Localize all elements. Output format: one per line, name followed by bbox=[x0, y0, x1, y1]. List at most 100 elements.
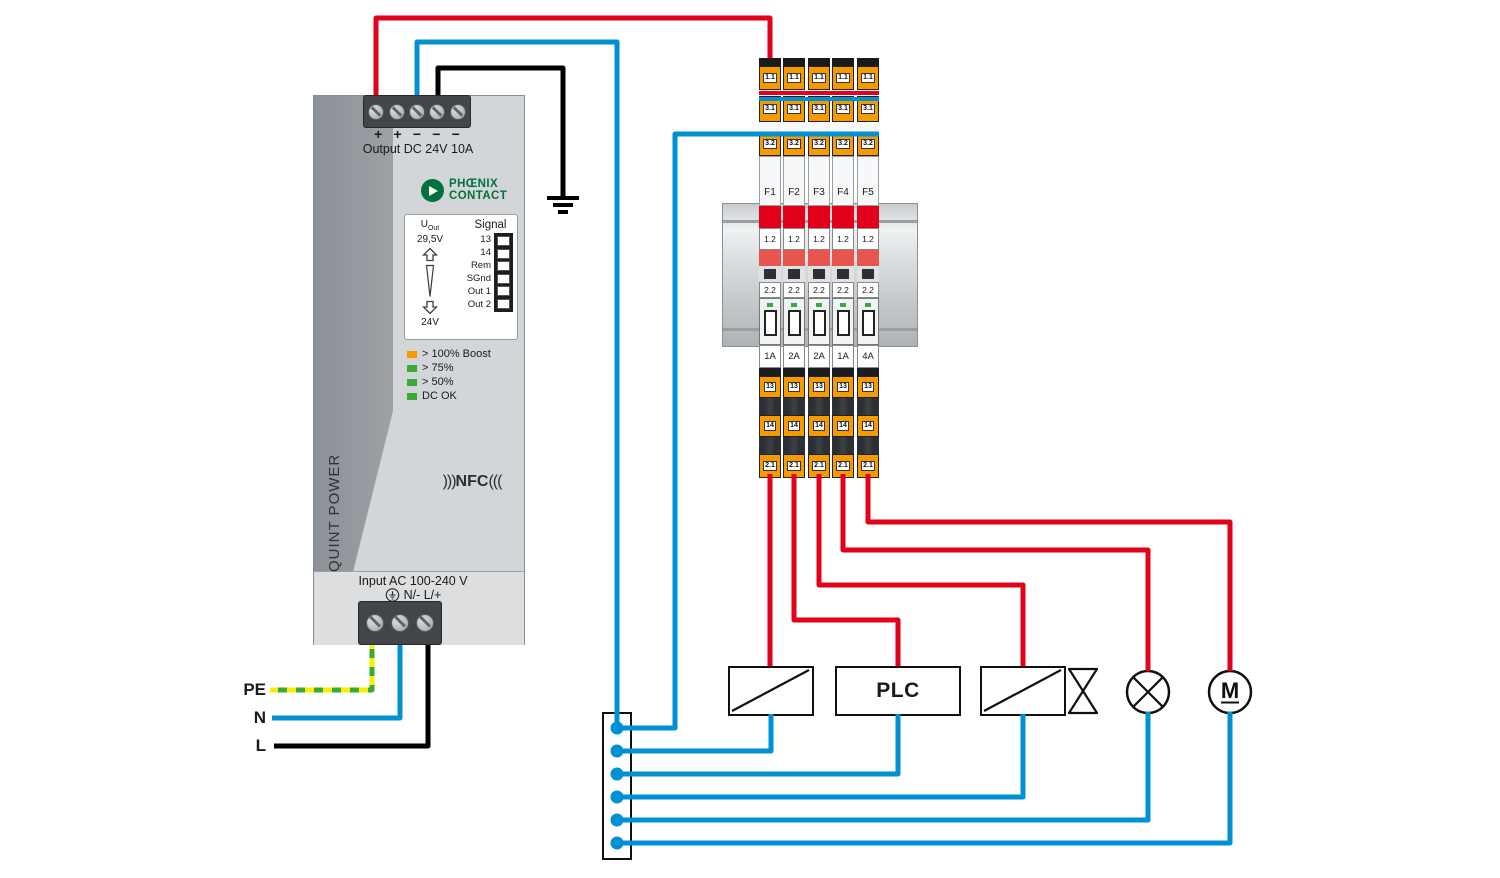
breaker-reset-band bbox=[783, 250, 805, 266]
breaker-name-label: F5 bbox=[857, 156, 879, 206]
terminal-1-2: 1.2 bbox=[783, 228, 805, 250]
screw-terminal-icon bbox=[429, 103, 446, 120]
screw-terminal-icon bbox=[408, 103, 425, 120]
phoenix-logo-icon bbox=[421, 179, 444, 202]
terminal-2-1: 2.1 bbox=[832, 454, 854, 478]
terminal-1-2: 1.2 bbox=[808, 228, 830, 250]
led-legend-label: > 50% bbox=[422, 376, 454, 388]
clamp bbox=[808, 437, 830, 454]
clamp bbox=[832, 398, 854, 415]
terminal-1-1: 1.1 bbox=[808, 66, 830, 90]
output-rating-label: Output DC 24V 10A bbox=[362, 142, 474, 156]
input-terminal-row-label: N/- L/+ bbox=[352, 588, 474, 602]
led-orange-icon bbox=[407, 350, 417, 358]
breaker-plug-zone bbox=[857, 298, 879, 345]
breaker-plug-zone bbox=[808, 298, 830, 345]
breaker-top-cap bbox=[783, 58, 805, 66]
terminal-13: 13 bbox=[783, 376, 805, 398]
breaker-red-band bbox=[783, 206, 805, 228]
led-green-icon bbox=[407, 364, 417, 372]
terminal-13: 13 bbox=[857, 376, 879, 398]
breaker-rating-label: 2A bbox=[783, 345, 805, 368]
status-led-icon bbox=[840, 303, 846, 307]
breaker-name-label: F1 bbox=[759, 156, 781, 206]
terminal-2-2: 2.2 bbox=[759, 282, 781, 298]
signal-pin-label: SGnd bbox=[466, 273, 491, 285]
polarity-sign: − bbox=[451, 126, 460, 142]
wire-return-lamp bbox=[611, 712, 1151, 823]
solenoid-coil-symbol bbox=[980, 666, 1066, 716]
terminal-3-1: 3.1 bbox=[857, 96, 879, 122]
terminal-3-2: 3.2 bbox=[808, 132, 830, 156]
screw-terminal-icon bbox=[449, 103, 466, 120]
brand-line2: CONTACT bbox=[449, 189, 508, 202]
polarity-sign: − bbox=[432, 126, 441, 142]
terminal-3-2: 3.2 bbox=[857, 132, 879, 156]
status-led-icon bbox=[791, 303, 797, 307]
led-legend-row: > 50% bbox=[407, 375, 523, 389]
led-legend-row: DC OK bbox=[407, 389, 523, 403]
potentiometer-wedge-icon bbox=[425, 264, 435, 297]
nfc-label: NFC bbox=[455, 473, 489, 490]
breaker-reset-band bbox=[857, 250, 879, 266]
breaker-plug-zone bbox=[759, 298, 781, 345]
terminal-1-2: 1.2 bbox=[832, 228, 854, 250]
valve-symbol bbox=[1067, 667, 1099, 715]
status-led-icon bbox=[816, 303, 822, 307]
uout-label: UOut bbox=[420, 219, 440, 232]
terminal-2-1: 2.1 bbox=[759, 454, 781, 478]
terminal-1-1: 1.1 bbox=[783, 66, 805, 90]
led-green-icon bbox=[407, 378, 417, 386]
breaker-contact bbox=[783, 266, 805, 282]
nfc-mark: )))NFC((( bbox=[424, 473, 520, 491]
wire-pe-green bbox=[270, 640, 375, 693]
led-legend-label: > 100% Boost bbox=[422, 348, 491, 360]
led-legend-row: > 100% Boost bbox=[407, 347, 523, 361]
screw-terminal-icon bbox=[388, 103, 405, 120]
breaker-rating-label: 4A bbox=[857, 345, 879, 368]
terminal-1-1: 1.1 bbox=[857, 66, 879, 90]
polarity-sign: + bbox=[374, 126, 383, 142]
terminal-14: 14 bbox=[808, 415, 830, 437]
nfc-left-arcs: ))) bbox=[442, 473, 457, 490]
wire-neutral-blue bbox=[272, 640, 403, 721]
signal-pin-label: Rem bbox=[470, 260, 491, 272]
clamp bbox=[783, 437, 805, 454]
pe-label: PE bbox=[243, 680, 266, 699]
terminal-3-2: 3.2 bbox=[832, 132, 854, 156]
status-led-icon bbox=[865, 303, 871, 307]
motor-symbol: M bbox=[1207, 669, 1253, 715]
breaker-red-band bbox=[857, 206, 879, 228]
signal-header: Signal bbox=[474, 219, 507, 231]
terminal-2-2: 2.2 bbox=[857, 282, 879, 298]
terminal-1-2: 1.2 bbox=[857, 228, 879, 250]
terminal-3-2: 3.2 bbox=[783, 132, 805, 156]
terminal-3-1: 3.1 bbox=[832, 96, 854, 122]
signal-pin-label: Out 2 bbox=[467, 299, 491, 311]
wire-return-plc bbox=[611, 714, 901, 777]
terminal-3-1: 3.1 bbox=[808, 96, 830, 122]
terminal-14: 14 bbox=[832, 415, 854, 437]
input-terminal-block bbox=[358, 601, 442, 645]
signal-connector bbox=[494, 233, 513, 312]
breaker-rating-label: 1A bbox=[832, 345, 854, 368]
breaker-plug-zone bbox=[832, 298, 854, 345]
terminal-2-2: 2.2 bbox=[832, 282, 854, 298]
led-legend-label: DC OK bbox=[422, 390, 457, 402]
breaker-red-band bbox=[759, 206, 781, 228]
contactor-coil-symbol bbox=[728, 666, 814, 716]
phoenix-contact-logo: PHŒNIX CONTACT bbox=[421, 178, 508, 202]
wire-line-black bbox=[274, 640, 431, 749]
led-green-icon bbox=[407, 392, 417, 400]
plc-label: PLC bbox=[876, 679, 920, 702]
terminal-3-1: 3.1 bbox=[783, 96, 805, 122]
breaker-reset-band bbox=[832, 250, 854, 266]
clamp bbox=[808, 398, 830, 415]
line-label: L bbox=[255, 736, 266, 755]
distribution-terminal-block bbox=[602, 712, 632, 860]
breaker-top-cap bbox=[808, 58, 830, 66]
wire-feed-f2 bbox=[791, 474, 901, 666]
